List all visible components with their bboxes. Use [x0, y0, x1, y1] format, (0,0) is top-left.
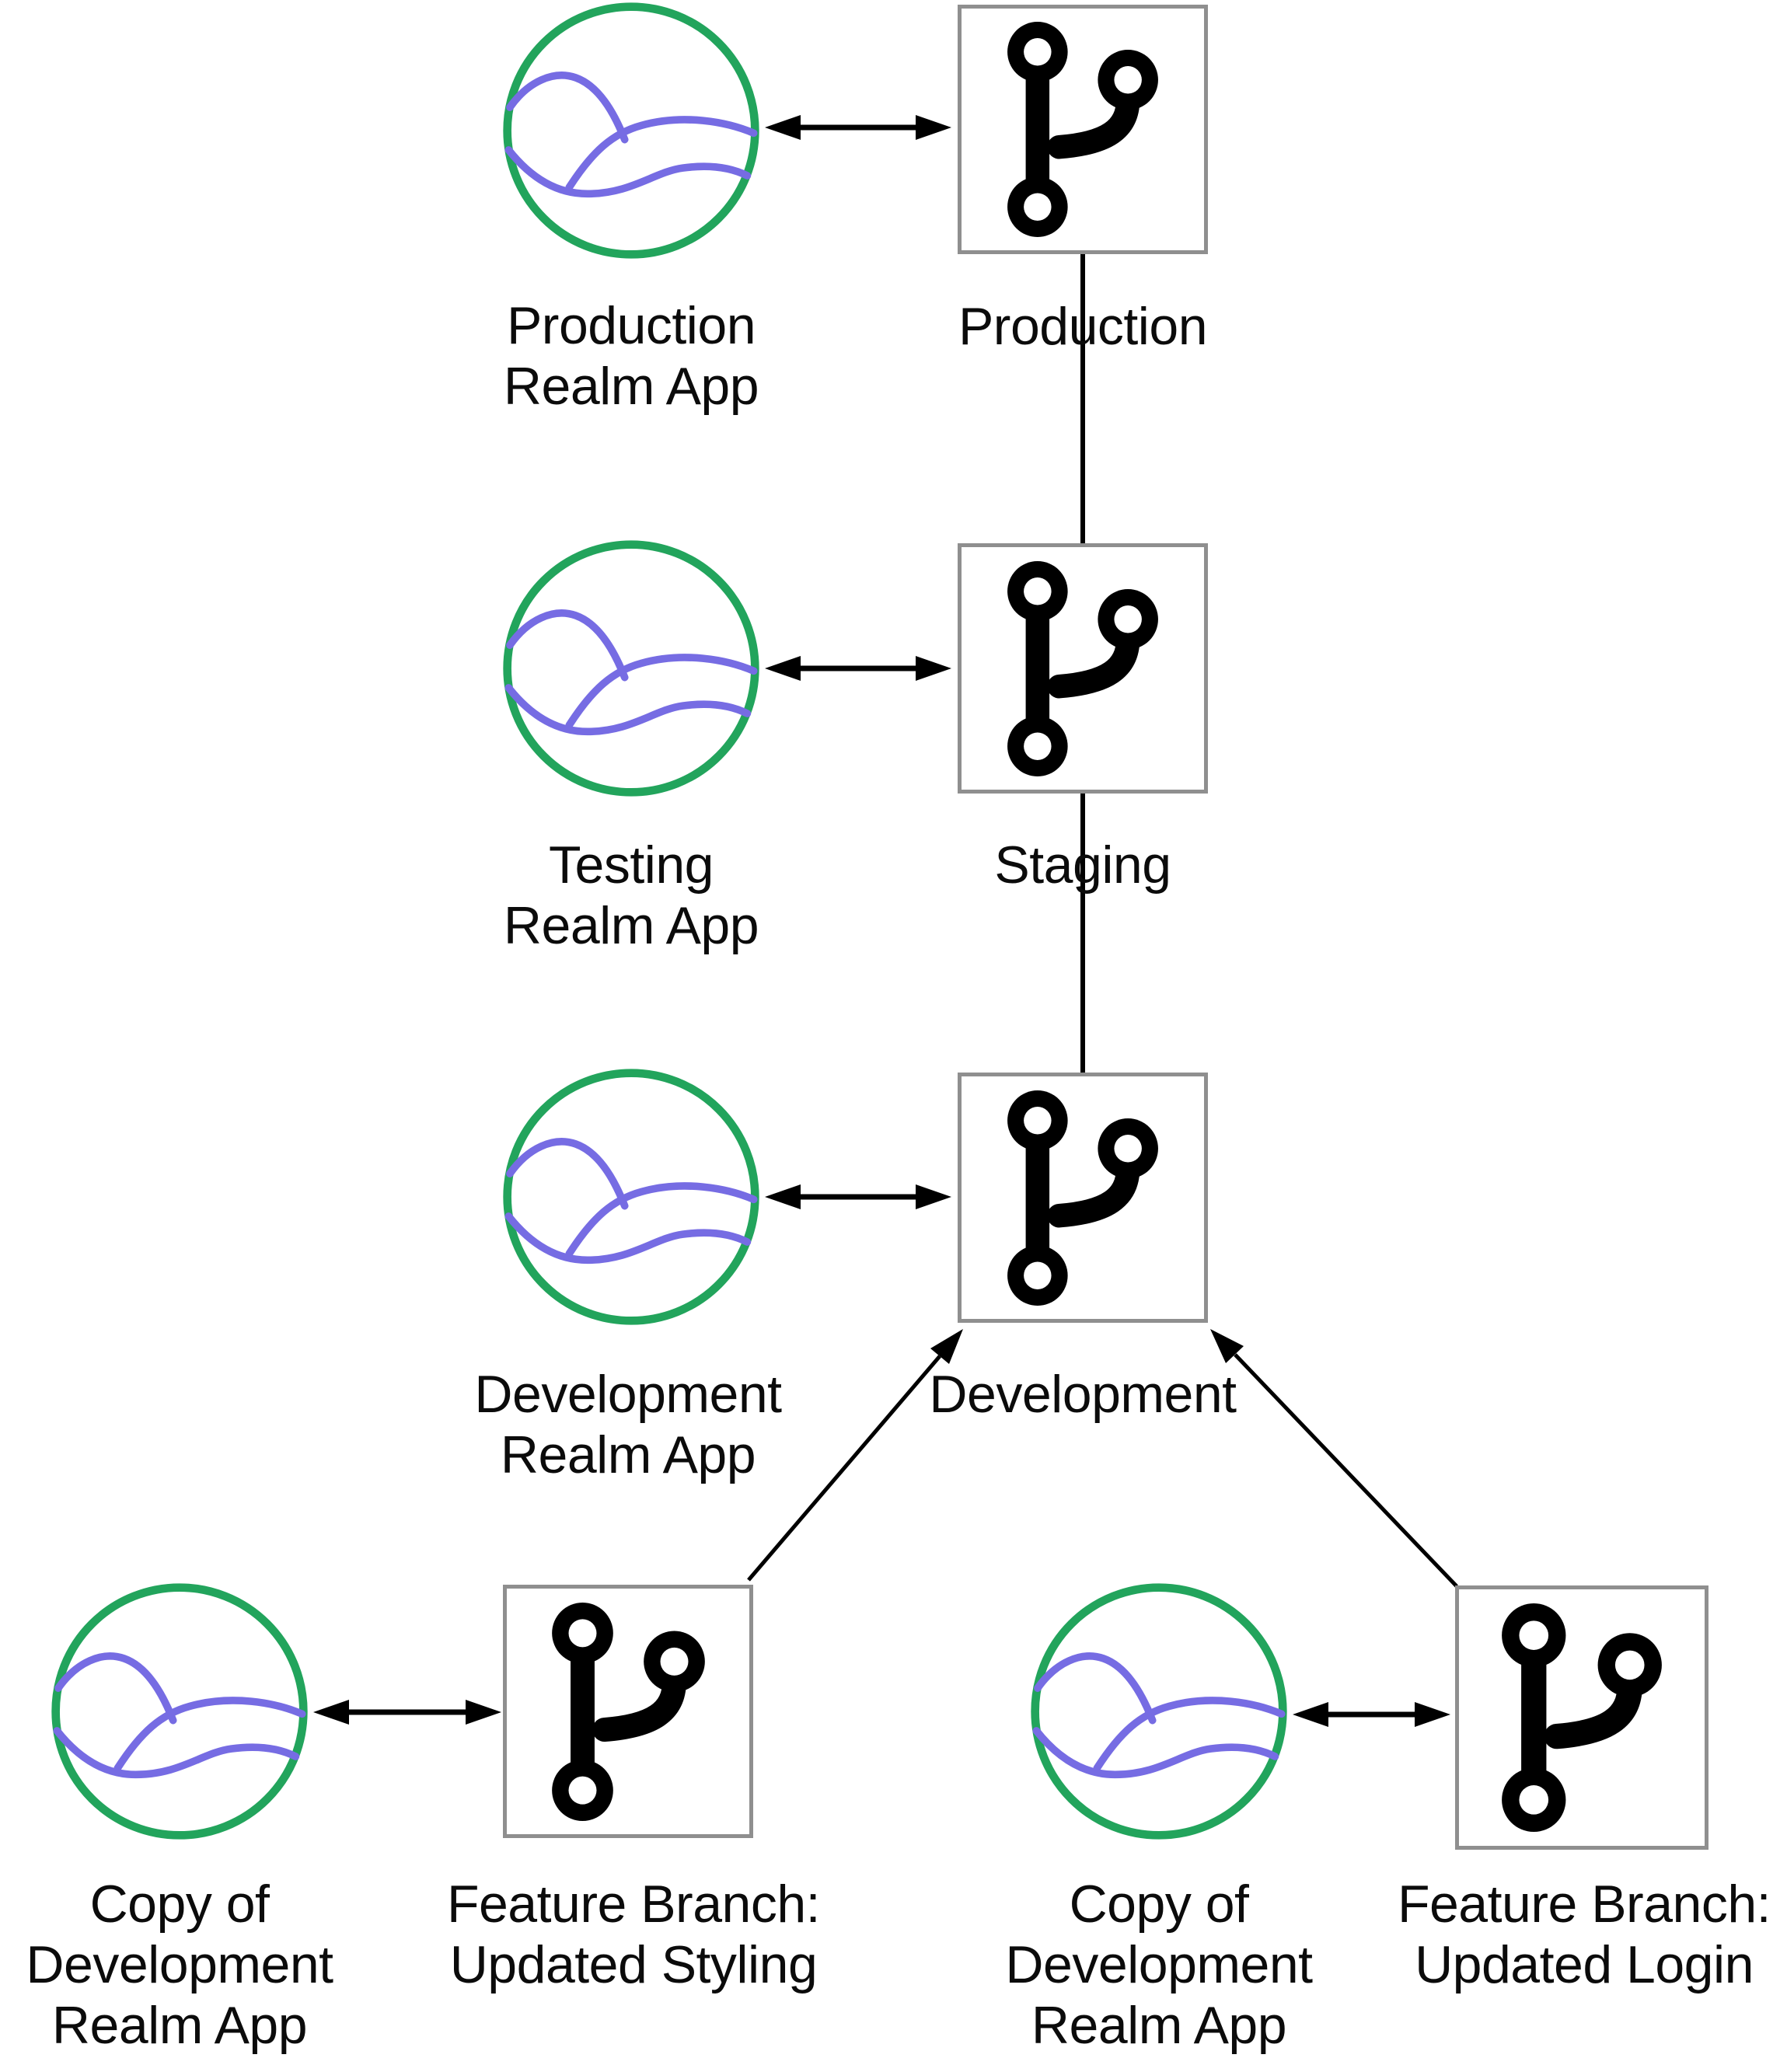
- sync-arrow-feature-login: [1293, 1702, 1450, 1727]
- production-branch-label: Production: [958, 296, 1208, 357]
- staging-branch-node: [958, 543, 1208, 794]
- copy-development-left-label: Copy of Development Realm App: [26, 1874, 333, 2056]
- realm-app-logo-icon: [502, 539, 760, 797]
- label-line: Updated Login: [1415, 1935, 1754, 1994]
- copy-development-right-label: Copy of Development Realm App: [1005, 1874, 1313, 2056]
- development-branch-node: [958, 1073, 1208, 1323]
- testing-realm-app-label: Testing Realm App: [504, 835, 759, 956]
- label-line: Realm App: [500, 1425, 756, 1484]
- git-branch-icon: [1502, 1603, 1662, 1832]
- git-branch-icon: [1007, 22, 1158, 237]
- realm-app-logo-icon: [502, 1068, 760, 1326]
- label-line: Staging: [994, 835, 1171, 895]
- label-line: Production: [958, 297, 1208, 356]
- feature-branch-styling-node: [503, 1585, 753, 1838]
- production-realm-app-node: [502, 2, 760, 260]
- label-line: Realm App: [503, 896, 759, 955]
- feature-branch-login-label: Feature Branch: Updated Login: [1398, 1874, 1771, 1995]
- merge-arrow-styling-to-development: [747, 1329, 963, 1582]
- production-realm-app-label: Production Realm App: [504, 295, 759, 417]
- sync-arrow-development: [765, 1184, 951, 1209]
- label-line: Testing: [549, 835, 714, 895]
- label-line: Development: [26, 1935, 333, 1994]
- sync-arrow-feature-styling: [313, 1700, 501, 1725]
- development-realm-app-node: [502, 1068, 760, 1326]
- realm-app-logo-icon: [502, 2, 760, 260]
- label-line: Production: [506, 296, 756, 355]
- label-line: Development: [474, 1365, 782, 1424]
- development-realm-app-label: Development Realm App: [474, 1364, 782, 1485]
- label-line: Development: [1005, 1935, 1313, 1994]
- realm-app-logo-icon: [1030, 1582, 1288, 1840]
- merge-arrow-login-to-development: [1210, 1329, 1458, 1588]
- development-branch-label: Development: [929, 1364, 1237, 1425]
- testing-realm-app-node: [502, 539, 760, 797]
- git-branch-icon: [552, 1603, 705, 1821]
- label-line: Feature Branch:: [1397, 1875, 1771, 1934]
- copy-development-realm-app-right-node: [1030, 1582, 1288, 1840]
- label-line: Copy of: [1069, 1875, 1249, 1934]
- git-branch-icon: [1007, 1090, 1158, 1306]
- label-line: Realm App: [1031, 1996, 1287, 2055]
- label-line: Development: [929, 1365, 1237, 1424]
- realm-app-logo-icon: [51, 1582, 309, 1840]
- label-line: Realm App: [503, 357, 759, 416]
- feature-branch-login-node: [1455, 1585, 1708, 1850]
- sync-arrow-production: [765, 115, 951, 140]
- sync-arrow-staging: [765, 656, 951, 681]
- label-line: Updated Styling: [449, 1935, 818, 1994]
- production-branch-node: [958, 5, 1208, 254]
- staging-branch-label: Staging: [994, 835, 1171, 895]
- copy-development-realm-app-left-node: [51, 1582, 309, 1840]
- feature-branch-styling-label: Feature Branch: Updated Styling: [446, 1874, 821, 1995]
- label-line: Feature Branch:: [446, 1875, 821, 1934]
- git-branch-icon: [1007, 561, 1158, 776]
- label-line: Copy of: [89, 1875, 270, 1934]
- label-line: Realm App: [51, 1996, 308, 2055]
